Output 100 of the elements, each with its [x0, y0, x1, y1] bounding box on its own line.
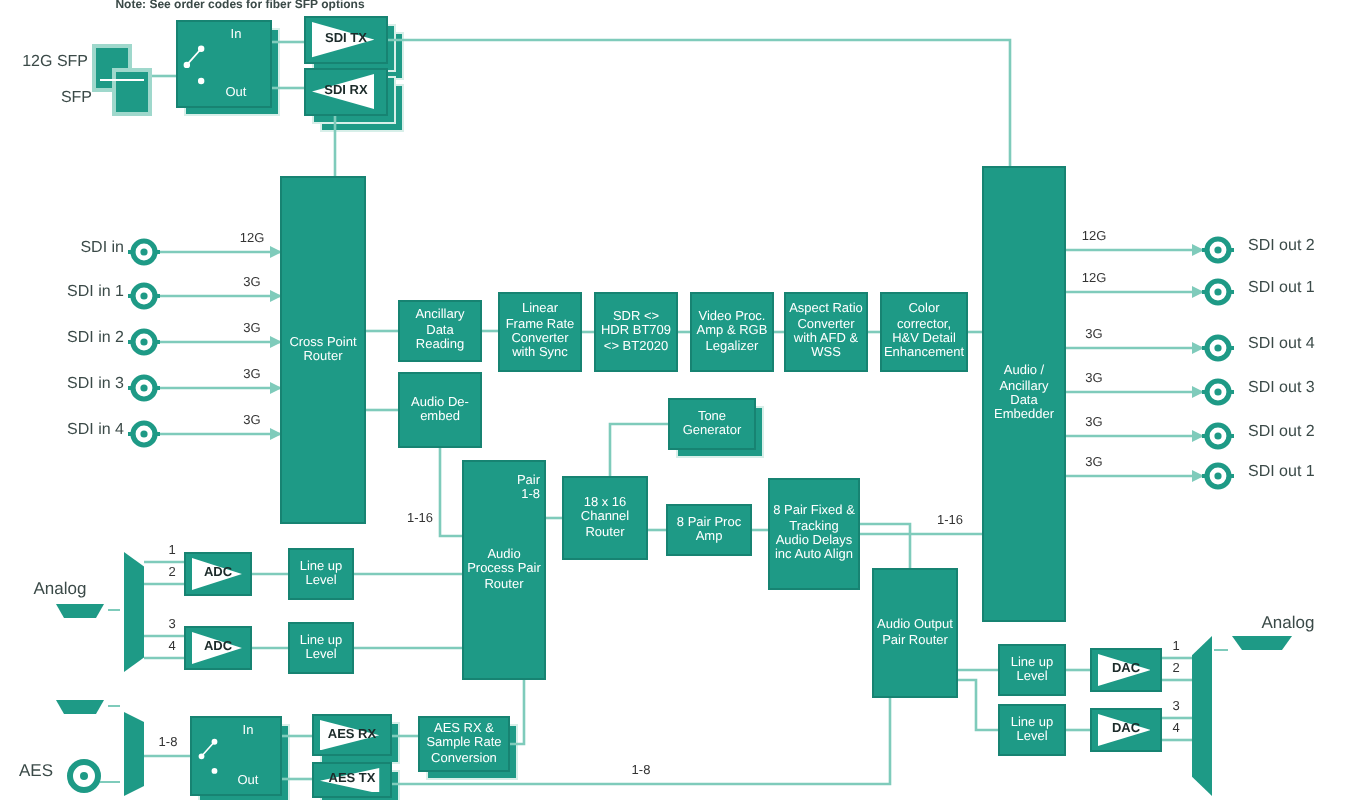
connector-line [392, 698, 892, 786]
connector-line [144, 754, 190, 758]
connector-line [392, 734, 418, 738]
process-box [462, 460, 546, 680]
bnc-connector [128, 236, 160, 268]
connector-line [272, 40, 304, 44]
connector-line [608, 422, 668, 476]
process-box [288, 622, 354, 674]
arrow [160, 428, 282, 440]
connector-label: SDI out 2 [1248, 236, 1317, 254]
arrow [160, 382, 282, 394]
connector-line [152, 74, 176, 78]
connector-line [354, 572, 462, 576]
process-box [312, 714, 392, 756]
bnc-connector [1202, 376, 1234, 408]
connector-line [333, 116, 337, 176]
port-label: Analog [31, 578, 89, 598]
connector-line [1066, 728, 1090, 732]
process-box [998, 704, 1066, 756]
multiplexer-shape [124, 712, 144, 796]
bnc-connector [1202, 234, 1234, 266]
connector-line [282, 777, 312, 781]
process-box [666, 504, 752, 556]
process-box [312, 762, 392, 798]
connector-label: 12G SFP [20, 52, 88, 70]
arrow [160, 246, 282, 258]
connector-label: SDI out 4 [1248, 334, 1317, 352]
connector-line [282, 734, 312, 738]
bnc-connector [1202, 276, 1234, 308]
process-box [1090, 648, 1162, 692]
process-box [594, 292, 678, 372]
sfp-module-drawing [92, 44, 152, 116]
process-box [872, 568, 958, 698]
connector-line [958, 678, 998, 732]
connector-label: SDI in [78, 238, 124, 256]
bnc-connector [128, 418, 160, 450]
connector-label: SDI out 2 [1248, 422, 1317, 440]
process-box [768, 478, 860, 590]
connector-line [252, 572, 288, 576]
process-box [1090, 708, 1162, 752]
connector-label: SDI in 2 [65, 328, 124, 346]
connector-line [144, 634, 184, 638]
process-box [398, 300, 482, 362]
bnc-connector [128, 372, 160, 404]
bnc-connector [1202, 460, 1234, 492]
process-box [562, 476, 648, 560]
connector-line [438, 448, 462, 538]
bnc-connector [128, 280, 160, 312]
multiplexer-shape [124, 552, 144, 672]
connector-line [144, 656, 184, 660]
arrow [1066, 470, 1204, 482]
process-box [184, 552, 252, 596]
connector-label: SDI out 1 [1248, 462, 1317, 480]
arrow [160, 290, 282, 302]
arrow [1066, 342, 1204, 354]
connector-label: SDI in 4 [65, 420, 124, 438]
connector-label: SDI in 3 [65, 374, 124, 392]
arrow [1066, 286, 1204, 298]
process-box [184, 626, 252, 670]
connector-label: SDI in 1 [65, 282, 124, 300]
multiplexer-shape [1192, 636, 1212, 796]
connector-line [860, 522, 912, 568]
process-box [288, 548, 354, 600]
port-label: AES [16, 760, 55, 780]
process-box [304, 68, 388, 116]
process-box [668, 398, 756, 450]
connector-line [1162, 678, 1192, 682]
process-box [690, 292, 774, 372]
connector-line [510, 680, 526, 746]
connector-line [1162, 656, 1192, 660]
connector-line [860, 532, 982, 536]
connector-line [354, 646, 462, 650]
connector-label: SFP [58, 88, 92, 106]
process-box [398, 372, 482, 448]
connector-label: SDI out 3 [1248, 378, 1317, 396]
arrow [160, 336, 282, 348]
bnc-connector [1202, 420, 1234, 452]
connector-line [252, 646, 288, 650]
process-box [280, 176, 366, 524]
port-label: Analog [1259, 612, 1317, 632]
arrow [1066, 386, 1204, 398]
connector-line [272, 86, 304, 90]
bnc-connector [1202, 332, 1234, 364]
arrow [1066, 244, 1204, 256]
process-box [982, 166, 1066, 622]
connector-line [958, 668, 998, 672]
bnc-connector [128, 326, 160, 358]
connector-line [366, 329, 398, 333]
process-box [176, 20, 272, 108]
arrow [1066, 430, 1204, 442]
connector-line [366, 408, 398, 412]
connector-label: SDI out 1 [1248, 278, 1317, 296]
process-box [998, 644, 1066, 696]
connector-line [1162, 738, 1192, 742]
connector-line [388, 38, 1012, 166]
connector-line [144, 582, 184, 586]
connector-line [144, 560, 184, 564]
connector-line [1066, 668, 1090, 672]
process-box [304, 16, 388, 64]
process-box [190, 716, 282, 796]
